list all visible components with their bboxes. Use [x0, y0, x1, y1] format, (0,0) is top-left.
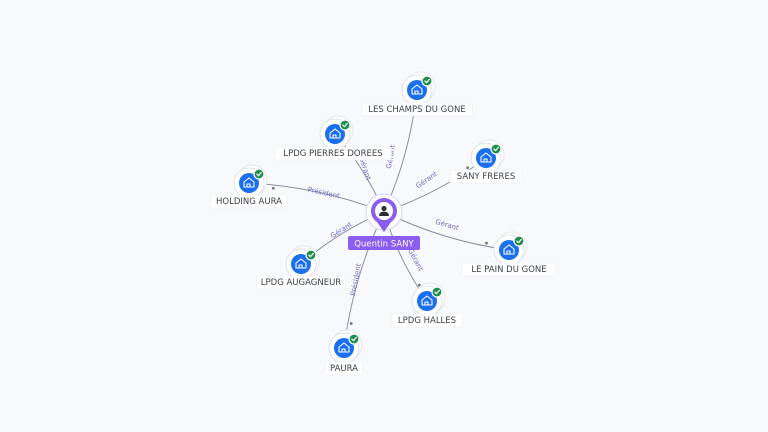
building-icon — [338, 342, 350, 353]
company-node-lpdg-augagneur[interactable]: LPDG AUGAGNEUR — [256, 245, 346, 290]
company-name: LE PAIN DU GONE — [471, 265, 546, 275]
company-icon-bg — [407, 80, 427, 100]
verified-check-icon — [431, 286, 443, 298]
company-node-sany-freres[interactable]: SANY FRERES — [449, 139, 523, 184]
company-name: LPDG HALLES — [398, 316, 456, 326]
edge-relation-label: Gérant — [406, 247, 424, 272]
company-node-les-champs-du-gone[interactable]: LES CHAMPS DU GONE — [361, 71, 473, 117]
company-node-lpdg-pierres-dorees[interactable]: LPDG PIERRES DOREES — [274, 115, 392, 161]
company-label-box — [256, 275, 346, 290]
building-icon — [421, 295, 433, 306]
company-name: PAURA — [330, 364, 358, 374]
company-icon-bg — [499, 240, 519, 260]
verified-check-icon — [490, 143, 502, 155]
edge-line — [343, 211, 385, 349]
edge-relation-label: Gérant — [434, 218, 460, 232]
company-node-paura[interactable]: PAURA — [324, 329, 364, 376]
company-icon-bg — [476, 148, 496, 168]
center-name: Quentin SANY — [354, 240, 414, 250]
edge-arrow — [485, 241, 488, 245]
company-name: LPDG PIERRES DOREES — [283, 149, 382, 159]
company-label-box — [274, 146, 392, 161]
pin-tip — [377, 222, 391, 232]
company-icon-bg — [291, 254, 311, 274]
center-person-node[interactable]: Quentin SANY — [348, 193, 420, 250]
verified-check-icon — [348, 333, 360, 345]
edge-paura: Président — [343, 211, 385, 349]
company-icon-bg — [417, 291, 437, 311]
company-label-box — [210, 194, 288, 209]
building-icon — [329, 128, 341, 139]
building-icon — [503, 244, 515, 255]
building-icon — [480, 152, 492, 163]
edge-arrow — [349, 322, 353, 325]
company-name: SANY FRERES — [457, 172, 515, 182]
verified-check-icon — [339, 119, 351, 131]
company-node-holding-aura[interactable]: HOLDING AURA — [210, 164, 288, 209]
edge-arrow — [466, 166, 470, 170]
person-icon — [379, 205, 389, 216]
verified-check-icon — [513, 235, 525, 247]
verified-check-icon — [421, 75, 433, 87]
verified-check-icon — [253, 168, 265, 180]
nodes-layer: LES CHAMPS DU GONE LPDG PIERRES DOREES SAN… — [210, 71, 557, 376]
company-name: HOLDING AURA — [216, 197, 282, 207]
company-name: LPDG AUGAGNEUR — [261, 278, 342, 288]
building-icon — [243, 177, 255, 188]
company-label-box — [390, 313, 464, 328]
center-label-box — [348, 236, 420, 250]
company-label-box — [361, 102, 473, 117]
edge-arrow — [271, 186, 275, 190]
building-icon — [411, 84, 423, 95]
company-icon-bg — [239, 173, 259, 193]
company-icon-bg — [334, 338, 354, 358]
company-label-box — [461, 262, 557, 277]
edge-arrow — [417, 283, 421, 287]
edge-relation-label: Gérant — [415, 170, 440, 191]
edge-relation-label: Président — [349, 263, 363, 297]
company-label-box — [324, 361, 364, 376]
edge-relation-label: Président — [307, 186, 341, 201]
company-node-lpdg-halles[interactable]: LPDG HALLES — [390, 282, 464, 328]
company-node-le-pain-du-gone[interactable]: LE PAIN DU GONE — [461, 231, 557, 277]
company-label-box — [449, 169, 523, 184]
building-icon — [295, 258, 307, 269]
verified-check-icon — [305, 249, 317, 261]
company-name: LES CHAMPS DU GONE — [368, 105, 465, 115]
company-icon-bg — [325, 124, 345, 144]
